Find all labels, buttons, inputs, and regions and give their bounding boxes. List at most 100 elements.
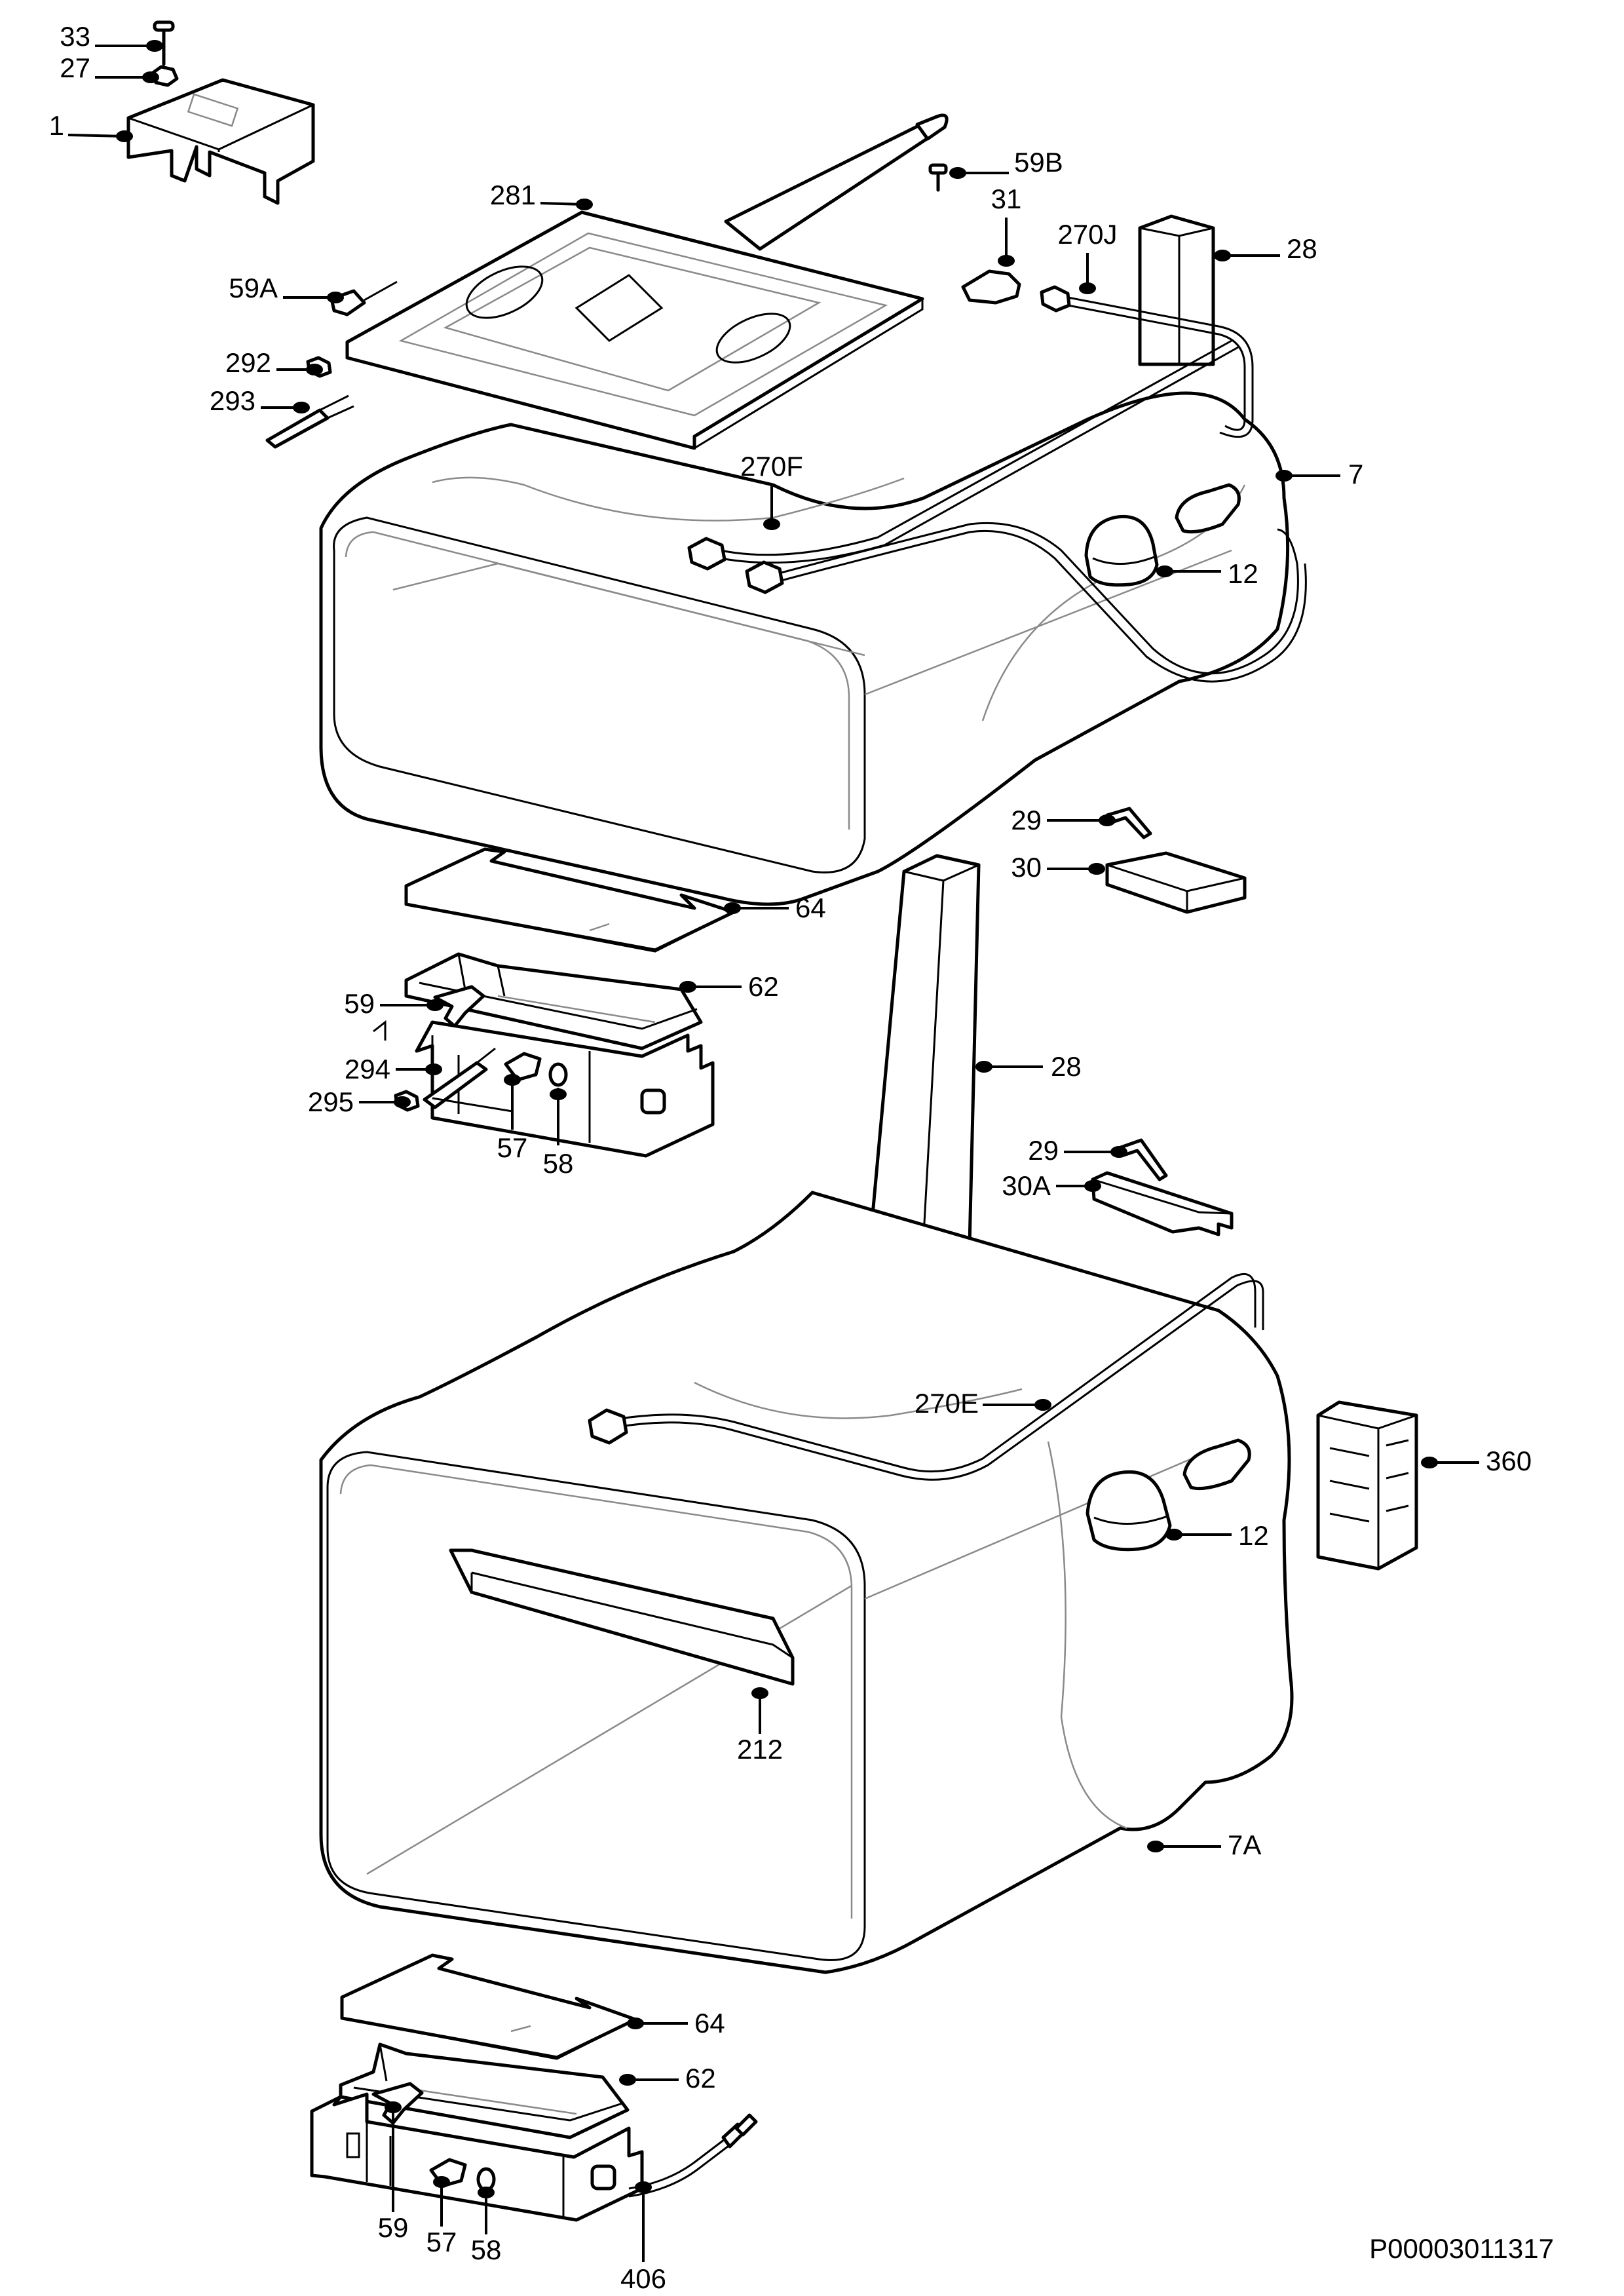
- callout-c360: 360: [1421, 1445, 1532, 1476]
- callout-c292: 292: [225, 347, 323, 378]
- leader-dot: [327, 292, 344, 303]
- leader-dot: [1110, 1146, 1127, 1158]
- callout-c30a: 30A: [1002, 1170, 1101, 1201]
- part-number-label: 64: [795, 892, 826, 923]
- probe-part-406: [628, 2113, 758, 2198]
- part-number-label: 270F: [740, 451, 803, 482]
- part-number-label: 27: [60, 52, 90, 83]
- leader-dot: [998, 255, 1015, 267]
- sensor-part-293: [265, 394, 354, 449]
- connector-part-59-upper: [433, 985, 485, 1028]
- leader-dot: [1147, 1841, 1164, 1852]
- part-number-label: 59B: [1014, 147, 1063, 178]
- leader-dot: [1421, 1457, 1438, 1468]
- cover-part-64-lower: [340, 1953, 637, 2060]
- part-number-label: 57: [497, 1132, 528, 1163]
- callout-c212: 212: [737, 1687, 783, 1765]
- callout-c58a: 58: [543, 1088, 574, 1179]
- leader-dot: [426, 999, 444, 1011]
- part-number-label: 28: [1287, 233, 1317, 264]
- callout-c64a: 64: [724, 892, 826, 923]
- callout-c12b: 12: [1165, 1520, 1269, 1551]
- part-number-label: 33: [60, 21, 90, 52]
- leader-dot: [635, 2181, 652, 2193]
- duct-part-28-upper: [1138, 214, 1215, 366]
- callout-c281: 281: [490, 180, 593, 210]
- part-number-label: 1: [49, 110, 64, 141]
- part-number-label: 29: [1028, 1135, 1059, 1166]
- leader-dot: [751, 1687, 768, 1699]
- callout-c270j: 270J: [1057, 219, 1118, 294]
- part-number-label: 59: [378, 2212, 409, 2243]
- callout-c59d: 59: [378, 2101, 409, 2243]
- leader-dot: [1084, 1180, 1101, 1192]
- bracket-part-30a: [1091, 1171, 1234, 1236]
- sensor-part-294: [423, 1047, 496, 1109]
- callout-c30: 30: [1011, 852, 1105, 883]
- heater-housing-upper: [373, 1020, 715, 1158]
- cover-part-64-upper: [404, 847, 736, 953]
- callout-c62b: 62: [619, 2063, 716, 2094]
- part-number-label: 212: [737, 1734, 783, 1765]
- leader-line: [67, 134, 125, 138]
- part-number-label: 29: [1011, 805, 1042, 835]
- leader-dot: [724, 902, 741, 914]
- callout-c29b: 29: [1028, 1135, 1127, 1166]
- tube-part-270f: [687, 339, 1307, 683]
- callout-c12a: 12: [1156, 558, 1258, 589]
- part-number-label: 12: [1238, 1520, 1269, 1551]
- callout-c57a: 57: [497, 1074, 528, 1163]
- leader-dot: [1099, 814, 1116, 826]
- leader-dot: [763, 518, 780, 530]
- leader-dot: [576, 199, 593, 210]
- part-number-label: 31: [991, 183, 1022, 214]
- part-number-label: 62: [685, 2063, 716, 2094]
- part-number-label: 406: [620, 2263, 666, 2294]
- leader-dot: [1088, 863, 1105, 875]
- lamp-part-12-upper: [1084, 483, 1241, 587]
- part-number-label: 58: [543, 1148, 574, 1179]
- callout-c62a: 62: [679, 971, 779, 1002]
- bracket-part-30: [1105, 851, 1247, 914]
- leader-dot: [1165, 1529, 1182, 1540]
- leader-dot: [1275, 470, 1293, 482]
- drawing-reference-code: P00003011317: [1369, 2233, 1554, 2264]
- leader-dot: [425, 1063, 442, 1075]
- screw-part-33: [153, 20, 175, 66]
- leader-dot: [142, 71, 159, 83]
- part-number-label: 360: [1486, 1445, 1532, 1476]
- callout-c28a: 28: [1214, 233, 1317, 264]
- washer-part-58-upper: [548, 1062, 568, 1087]
- part-number-label: 295: [308, 1086, 354, 1117]
- leader-dot: [394, 1096, 411, 1108]
- leader-dot: [1156, 565, 1173, 577]
- leader-dot: [949, 167, 966, 179]
- callout-c294: 294: [345, 1054, 442, 1084]
- part-number-label: 293: [210, 385, 255, 416]
- callout-c293: 293: [210, 385, 310, 416]
- tube-part-270e: [588, 1272, 1264, 1481]
- leader-dot: [1034, 1399, 1051, 1411]
- callout-c29a: 29: [1011, 805, 1116, 835]
- tube-part-270j: [1040, 285, 1254, 438]
- part-number-label: 64: [694, 2008, 725, 2038]
- callout-c59b: 59B: [949, 147, 1063, 179]
- callout-c270f: 270F: [740, 451, 803, 530]
- part-number-label: 292: [225, 347, 271, 378]
- part-number-label: 12: [1228, 558, 1258, 589]
- callout-c7: 7: [1275, 459, 1363, 489]
- leader-dot: [433, 2176, 450, 2188]
- leader-dot: [1079, 282, 1096, 294]
- callout-c406: 406: [620, 2181, 666, 2294]
- heater-tray-part-62-lower: [339, 2042, 630, 2139]
- leader-dot: [504, 1074, 521, 1086]
- leader-dot: [478, 2187, 495, 2198]
- part-number-label: 270E: [915, 1388, 979, 1419]
- callout-c59a: 59A: [229, 273, 344, 303]
- callout-c28b: 28: [975, 1051, 1082, 1082]
- sensor-part-31: [961, 269, 1021, 305]
- leader-dot: [975, 1061, 992, 1073]
- callout-c1: 1: [49, 110, 133, 142]
